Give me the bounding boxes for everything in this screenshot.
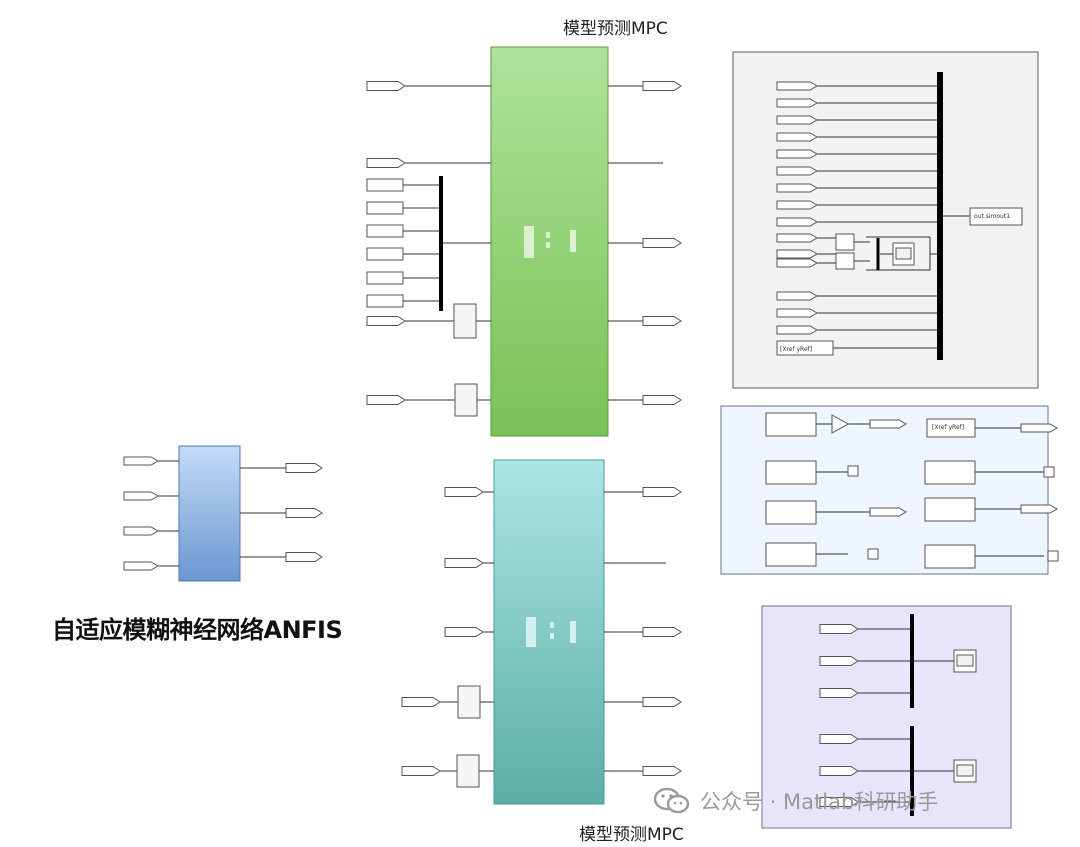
outport[interactable] [642,316,682,326]
unit-delay-block[interactable] [454,383,478,417]
constant-block[interactable] [366,224,404,238]
scope-screen[interactable] [956,654,974,667]
inport[interactable] [123,456,160,466]
mpc-top-icon [524,226,576,258]
outport[interactable] [285,463,323,473]
inport[interactable] [819,734,859,744]
inport[interactable] [776,217,819,227]
scope-screen[interactable] [956,764,974,777]
inport[interactable] [819,656,859,666]
inport[interactable] [776,291,819,301]
display-block[interactable] [765,460,817,485]
inport[interactable] [776,258,819,268]
mpc-bottom-icon [526,617,576,647]
terminator-block[interactable] [867,548,879,560]
terminator-block[interactable] [847,465,859,477]
outport[interactable] [642,697,682,707]
inport[interactable] [819,688,859,698]
outport[interactable] [1020,504,1059,514]
wechat-icon [653,787,690,814]
inport[interactable] [123,526,160,536]
inport[interactable] [123,491,160,501]
gain-block[interactable] [835,252,855,270]
inport[interactable] [776,183,819,193]
scope-screen[interactable] [895,247,912,260]
scope-mux-bar-1 [910,614,914,708]
outport[interactable] [1020,423,1059,433]
unit-delay-block[interactable] [453,303,477,339]
scope-mux-bar-2 [910,726,914,816]
watermark-text: 公众号 · Matlab科研助手 [700,790,939,814]
outport[interactable] [869,419,908,429]
inport[interactable] [444,627,484,637]
inport[interactable] [776,233,819,243]
inport[interactable] [819,797,859,807]
mux-bar [876,238,880,270]
inport[interactable] [366,158,406,168]
gain-triangle[interactable] [831,414,850,434]
inport[interactable] [401,697,441,707]
mpc-bottom-title: 模型预测MPC [579,825,684,845]
outport[interactable] [642,81,682,91]
inport[interactable] [776,98,819,108]
unit-delay-block[interactable] [456,754,480,788]
anfis-title: 自适应模糊神经网络ANFIS [52,616,343,644]
inport[interactable] [366,81,406,91]
main-bus-bar [937,72,943,360]
display-block[interactable] [924,544,976,569]
inport[interactable] [776,132,819,142]
inport[interactable] [776,249,819,259]
inport[interactable] [776,115,819,125]
constant-block[interactable] [366,247,404,261]
constant-block[interactable] [366,201,404,215]
display-block[interactable] [765,500,817,525]
outport[interactable] [642,238,682,248]
inport[interactable] [776,166,819,176]
gain-block[interactable] [835,233,855,251]
outport[interactable] [285,552,323,562]
from-block[interactable] [776,340,834,356]
inport[interactable] [401,766,441,776]
goto-block[interactable] [926,418,976,438]
inport[interactable] [444,487,484,497]
area-scopes [761,605,1012,829]
outport[interactable] [869,507,908,517]
mpc-block-top[interactable] [490,46,609,437]
inport[interactable] [366,395,406,405]
inport[interactable] [819,766,859,776]
constant-block[interactable] [366,294,404,308]
inport[interactable] [444,558,484,568]
inport[interactable] [819,624,859,634]
terminator-block[interactable] [1043,466,1055,478]
display-block[interactable] [924,460,976,485]
mpc-block-bottom[interactable] [493,459,605,805]
terminator-block[interactable] [1047,550,1059,562]
inport[interactable] [776,81,819,91]
mpc-top-bus [439,176,443,311]
inport[interactable] [776,200,819,210]
display-block[interactable] [924,497,976,522]
to-workspace-block[interactable] [969,207,1023,226]
mpc-top-title: 模型预测MPC [563,19,668,39]
outport[interactable] [642,766,682,776]
watermark: 公众号 · Matlab科研助手 [652,786,938,816]
inport[interactable] [123,561,160,571]
anfis-block[interactable] [178,445,241,582]
outport[interactable] [642,487,682,497]
outport[interactable] [642,395,682,405]
display-block[interactable] [765,542,817,567]
unit-delay-block[interactable] [457,685,481,719]
display-block[interactable] [765,412,817,437]
inport[interactable] [776,149,819,159]
outport[interactable] [642,627,682,637]
outport[interactable] [285,508,323,518]
inport[interactable] [776,325,819,335]
inport[interactable] [366,316,406,326]
constant-block[interactable] [366,178,404,192]
inport[interactable] [776,308,819,318]
constant-block[interactable] [366,271,404,285]
